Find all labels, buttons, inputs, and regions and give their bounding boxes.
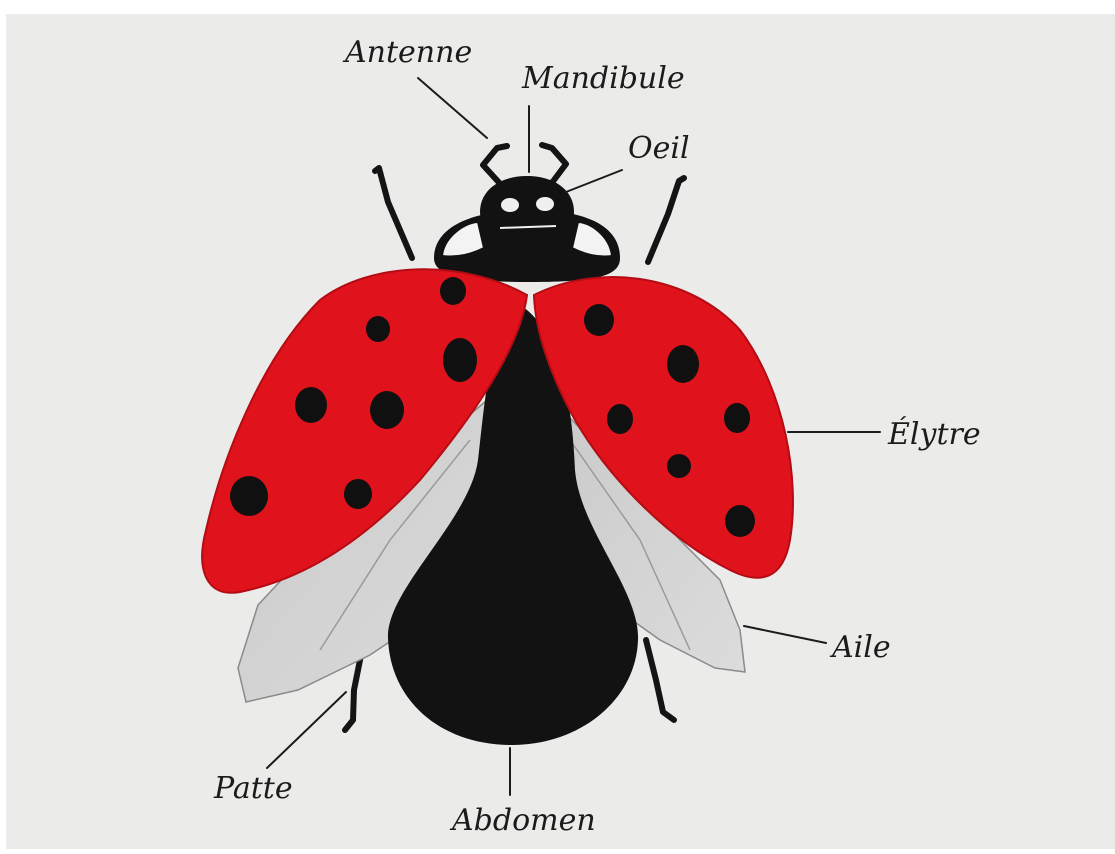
label-elytre: Élytre xyxy=(887,416,981,452)
label-mandibule: Mandibule xyxy=(521,61,685,96)
spot xyxy=(725,505,755,537)
spot xyxy=(724,403,750,433)
spot xyxy=(443,338,477,382)
spot xyxy=(370,391,404,429)
eye-left xyxy=(501,198,519,212)
spot xyxy=(230,476,268,516)
spot xyxy=(366,316,390,342)
spot xyxy=(295,387,327,423)
spot xyxy=(344,479,372,509)
spot xyxy=(667,454,691,478)
label-patte: Patte xyxy=(213,771,293,806)
label-abdomen: Abdomen xyxy=(449,803,596,838)
spot xyxy=(584,304,614,336)
spot xyxy=(667,345,699,383)
label-oeil: Oeil xyxy=(628,131,690,166)
spot xyxy=(607,404,633,434)
spot xyxy=(440,277,466,305)
label-aile: Aile xyxy=(829,630,891,665)
label-antenne: Antenne xyxy=(342,35,472,70)
eye-right xyxy=(536,197,554,211)
